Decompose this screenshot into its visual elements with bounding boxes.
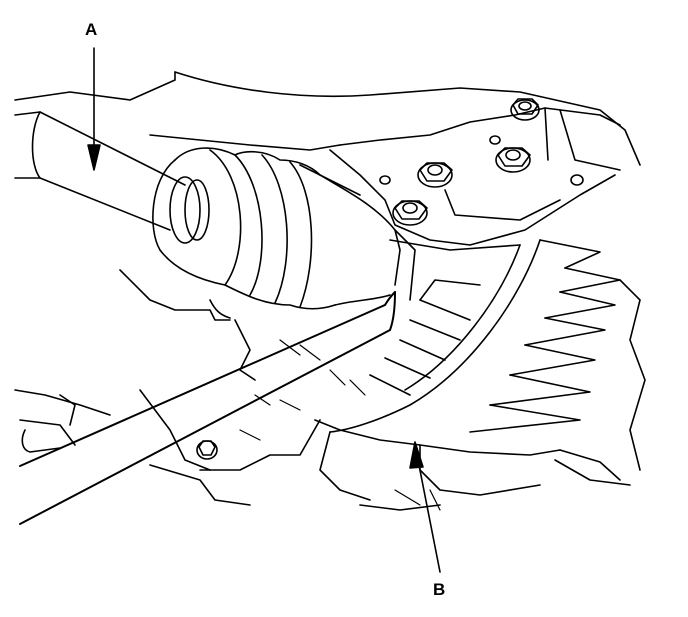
small-holes [380,136,583,185]
bolt-upper-right [511,99,539,120]
case-fins [470,240,645,485]
callout-label-a: A [85,20,98,39]
bolt-center-right [496,148,530,172]
pry-bar [20,292,395,524]
bolt-center [418,163,452,187]
transmission-case-upper [15,72,640,250]
bracket-ribs [370,280,480,395]
callout-arrow-b [410,442,440,572]
drive-shaft [15,112,209,243]
inboard-joint-housing [300,165,415,305]
callout-label-b: B [433,580,446,599]
cv-joint-boot [153,148,335,309]
shading-strokes [240,340,440,510]
bolt-lower-center [393,201,427,225]
callout-arrow-a [88,48,100,170]
bolt-lower-left [197,441,217,459]
lower-left-structure [15,270,320,505]
